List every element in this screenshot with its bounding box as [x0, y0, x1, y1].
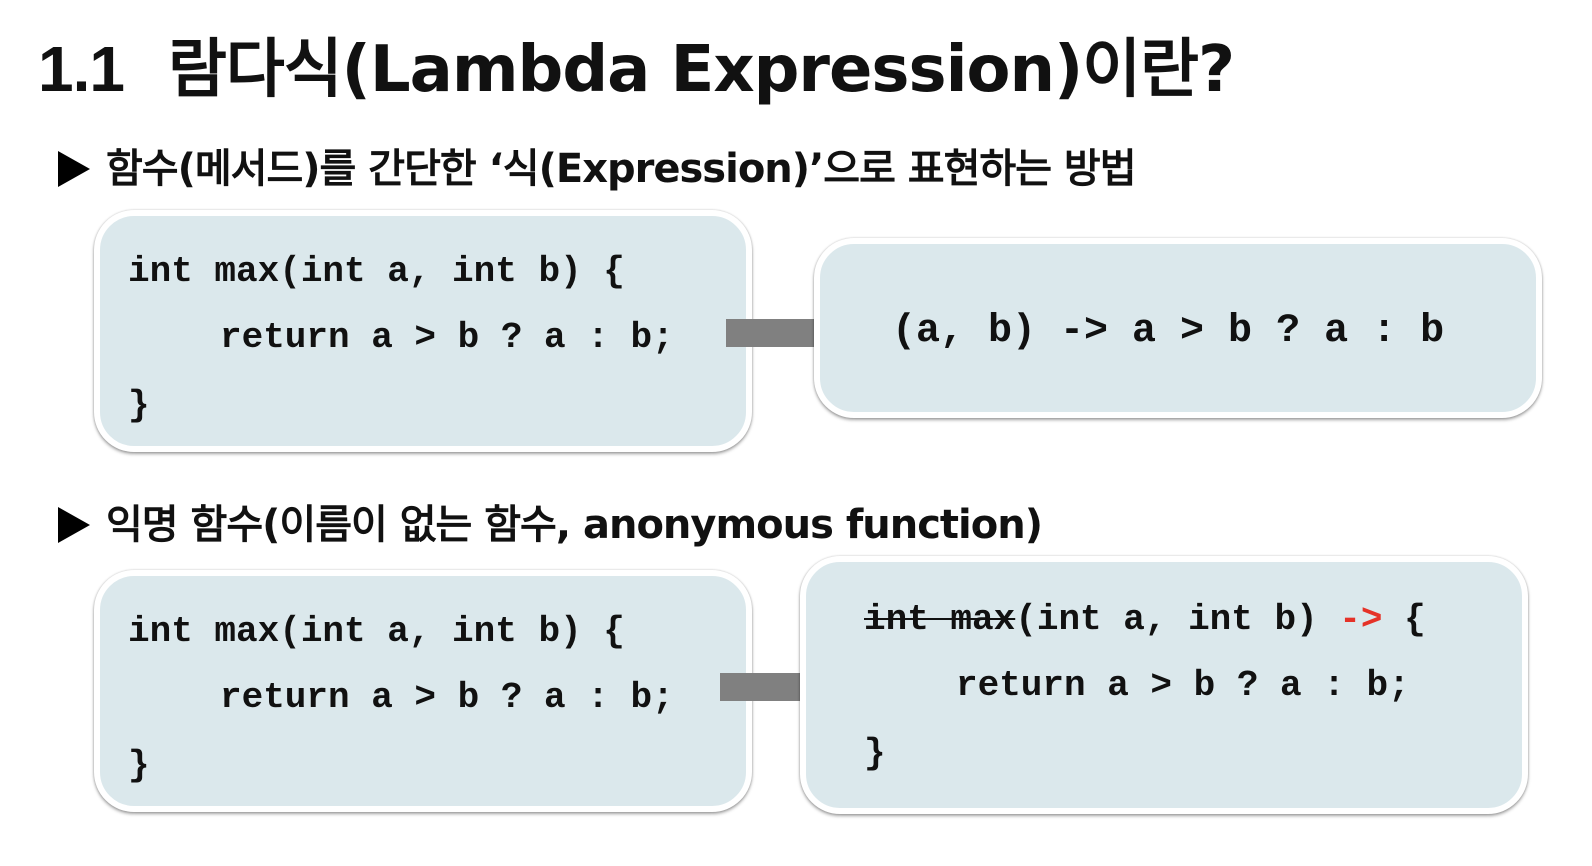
title-text: 람다식(Lambda Expression)이란? — [167, 33, 1235, 107]
code-line: } — [128, 385, 150, 426]
section2-heading: 익명 함수(이름이 없는 함수, anonymous function) — [58, 492, 1043, 550]
lambda-expression: (a, b) -> a > b ? a : b — [892, 309, 1445, 354]
title-number: 1.1 — [38, 33, 125, 105]
section2-transformed-box: int max(int a, int b) -> { return a > b … — [800, 556, 1528, 814]
right-arrow-icon — [726, 302, 866, 364]
code-line: } — [128, 745, 150, 786]
code-line: } — [864, 733, 886, 774]
section1-heading: 함수(메서드)를 간단한 ‘식(Expression)’으로 표현하는 방법 — [58, 136, 1137, 194]
code-line: return a > b ? a : b; — [956, 665, 1410, 706]
section1-lambda-box: (a, b) -> a > b ? a : b — [814, 238, 1542, 418]
triangle-right-icon — [58, 151, 90, 187]
lambda-arrow-token: -> — [1339, 599, 1383, 640]
brace-open: { — [1404, 599, 1426, 640]
params: (int a, int b) — [1015, 599, 1318, 640]
section2-heading-text: 익명 함수(이름이 없는 함수, anonymous function) — [106, 502, 1043, 548]
right-arrow-icon — [720, 656, 860, 718]
code-line: return a > b ? a : b; — [220, 317, 674, 358]
page-title: 1.1 람다식(Lambda Expression)이란? — [38, 18, 1235, 110]
triangle-right-icon — [58, 507, 90, 543]
section1-method-box: int max(int a, int b) { return a > b ? a… — [94, 210, 752, 452]
code-line: int max(int a, int b) { — [128, 251, 625, 292]
code-line: return a > b ? a : b; — [220, 677, 674, 718]
code-line: int max(int a, int b) -> { — [864, 602, 1426, 638]
struck-method-signature: int max — [864, 599, 1016, 640]
section1-heading-text: 함수(메서드)를 간단한 ‘식(Expression)’으로 표현하는 방법 — [106, 146, 1137, 192]
code-line: int max(int a, int b) { — [128, 611, 625, 652]
section2-method-box: int max(int a, int b) { return a > b ? a… — [94, 570, 752, 812]
